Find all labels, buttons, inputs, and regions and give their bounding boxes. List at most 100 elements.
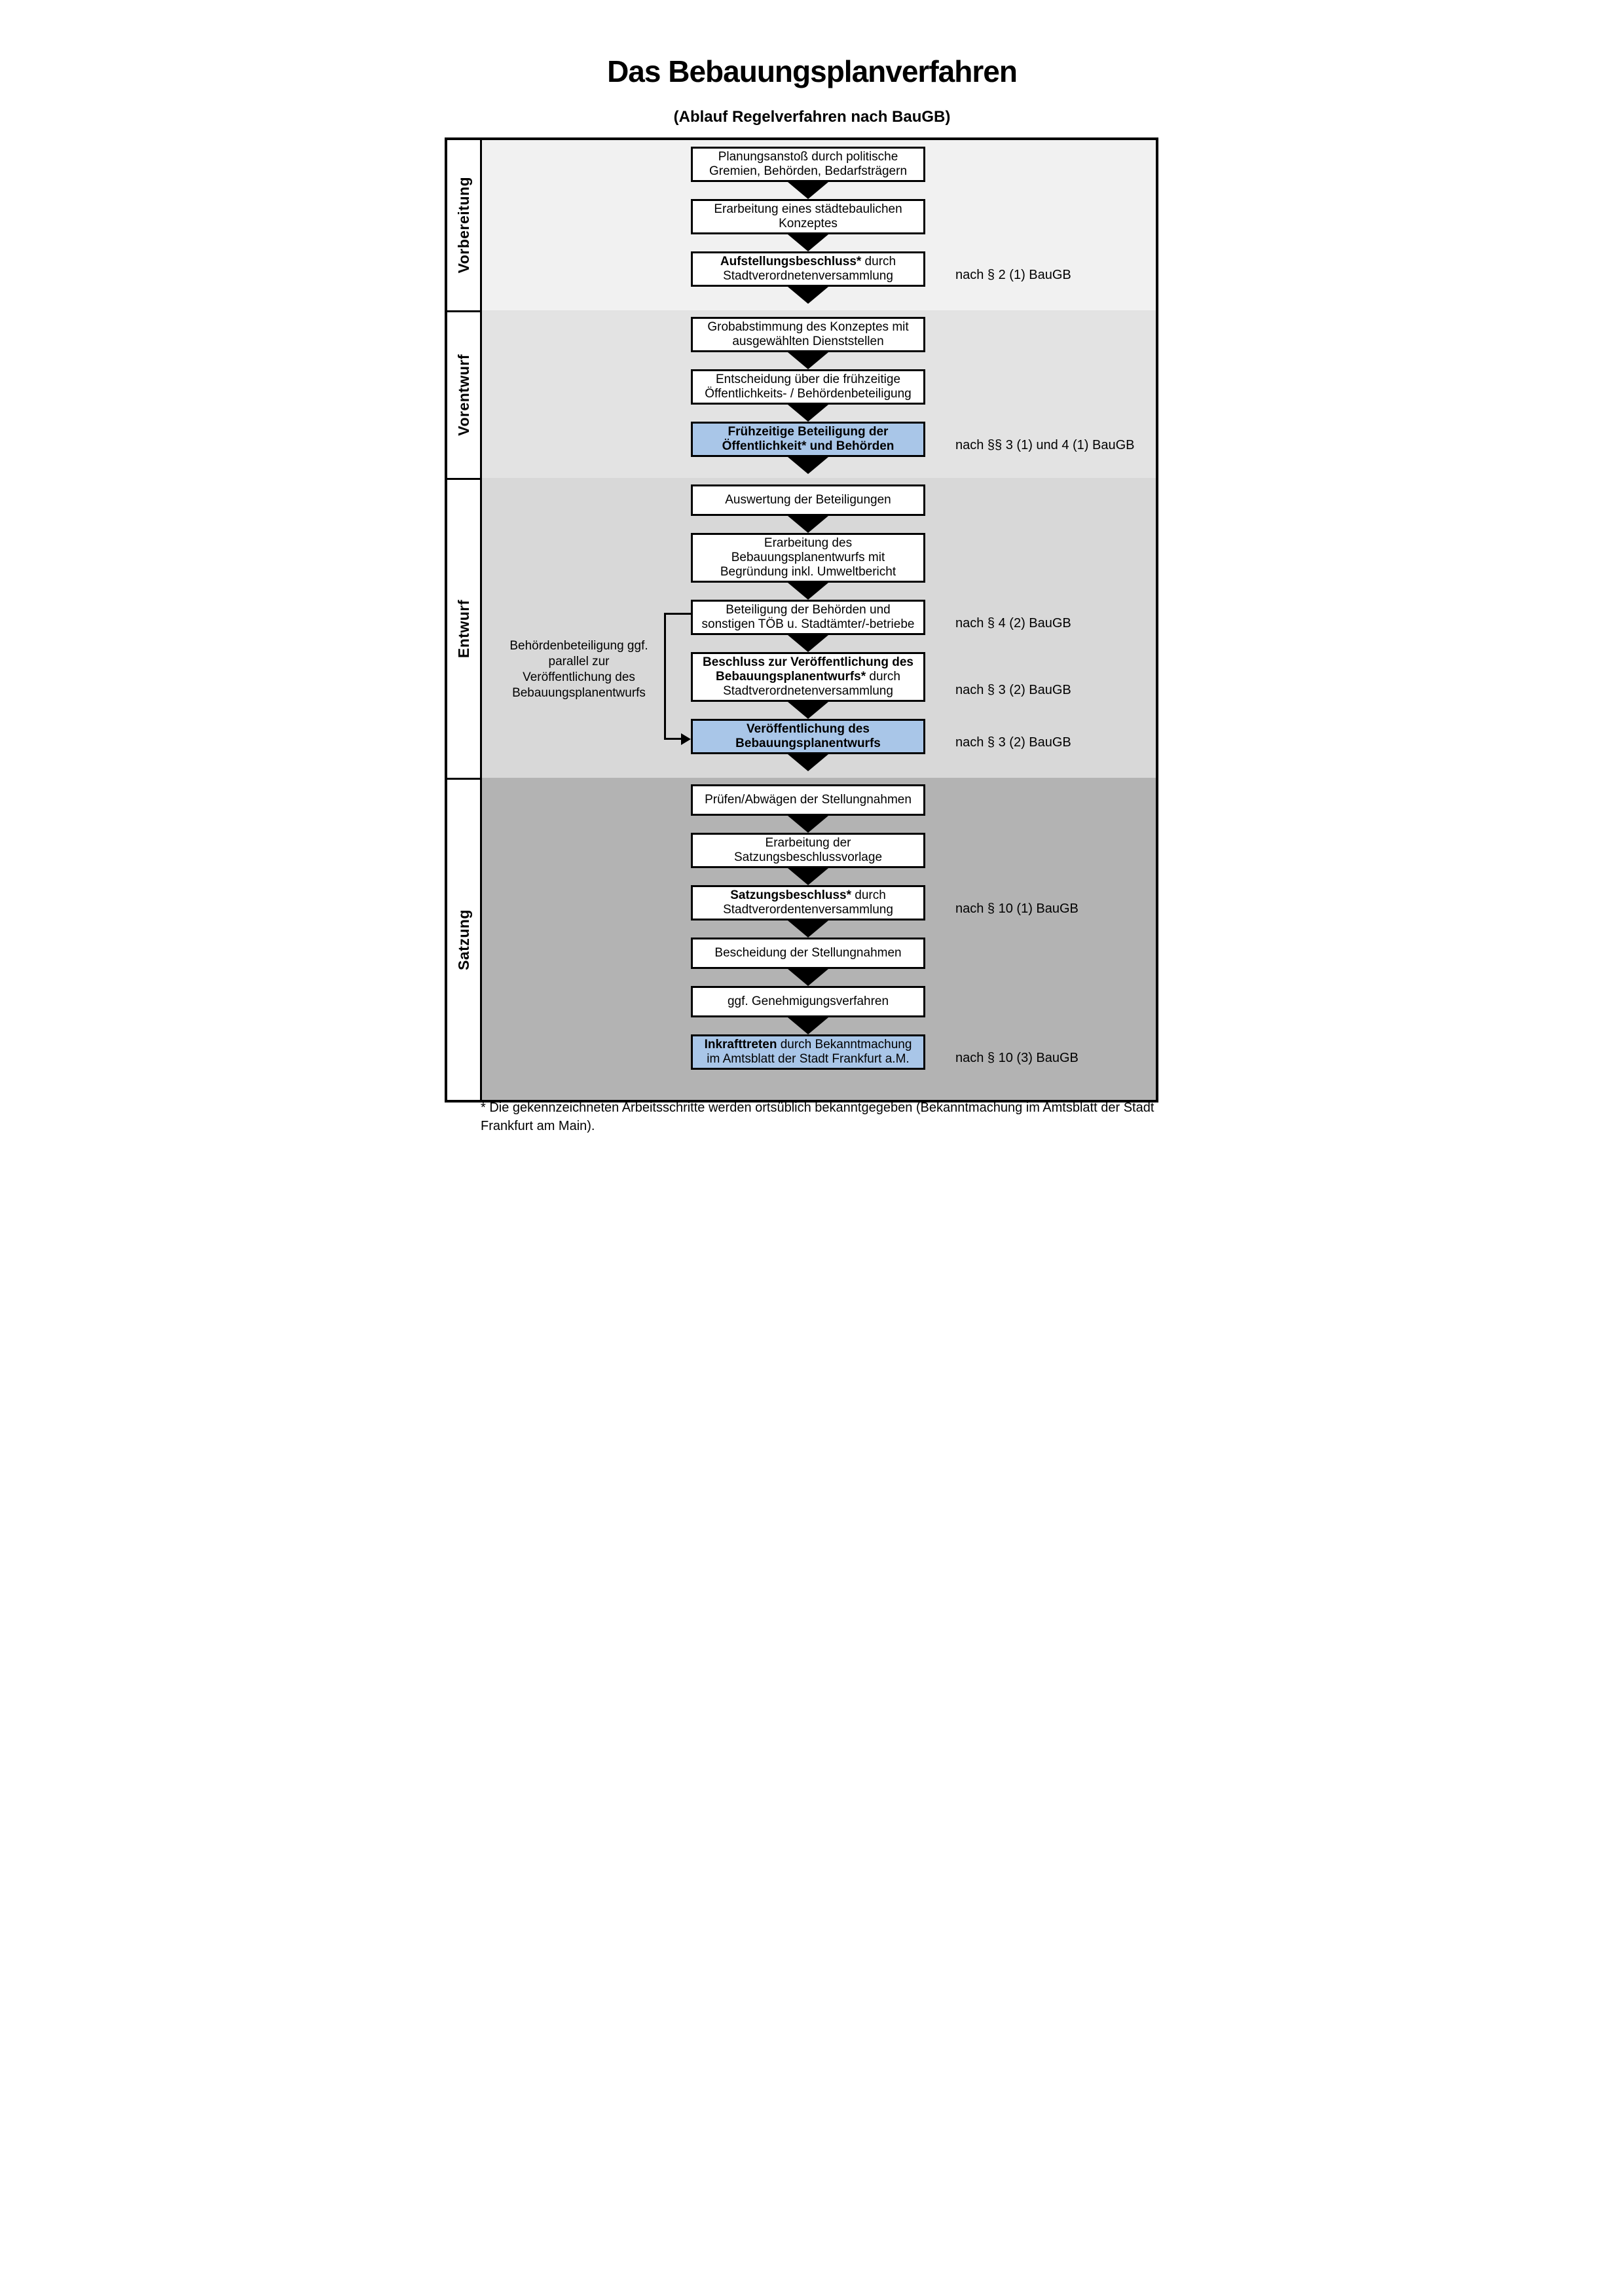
flow-step: Prüfen/Abwägen der Stellungnahmen <box>482 784 1156 816</box>
law-reference: nach §§ 3 (1) und 4 (1) BauGB <box>955 438 1135 452</box>
flow-box-text: Satzungsbeschlussvorlage <box>733 850 883 864</box>
phase-band-entwurf: Entwurf Behördenbeteiligung ggf. paralle… <box>447 478 1156 778</box>
flow-box-text: Aufstellungsbeschluss* <box>720 255 862 268</box>
flow-box-text: Inkrafttreten <box>704 1038 777 1051</box>
flow-box: Auswertung der Beteiligungen <box>691 484 925 516</box>
law-reference: nach § 4 (2) BauGB <box>955 616 1071 630</box>
arrow-down-icon <box>788 182 828 199</box>
flow-box-line: Gremien, Behörden, Bedarfsträgern <box>695 164 921 179</box>
bracket-arrow-right-icon <box>681 733 691 745</box>
phase-label-cell: Satzung <box>447 778 482 1100</box>
law-reference: nach § 3 (2) BauGB <box>955 683 1071 697</box>
parallel-procedure-note: Behördenbeteiligung ggf. parallel zur Ve… <box>509 639 648 700</box>
flow-box-text: Stadtverordnetenversammlung <box>723 269 893 283</box>
phase-label-satzung: Satzung <box>454 909 472 970</box>
phase-band-vorentwurf: Vorentwurf Grobabstimmung des Konzeptes … <box>447 310 1156 478</box>
flow-box-line: Bebauungsplanentwurfs <box>695 737 921 751</box>
bracket-connector-vertical <box>664 613 666 740</box>
flow-box-text: Stadtverordentenversammlung <box>723 903 893 917</box>
flow-box-line: Frühzeitige Beteiligung der <box>695 425 921 439</box>
flow-box-line: Stadtverordentenversammlung <box>695 903 921 917</box>
arrow-down-icon <box>788 920 828 938</box>
arrow-down-icon <box>788 1017 828 1034</box>
phase-band-vorbereitung: Vorbereitung Planungsanstoß durch politi… <box>447 140 1156 310</box>
law-reference: nach § 3 (2) BauGB <box>955 735 1071 750</box>
flow-box-text: im Amtsblatt der Stadt Frankfurt a.M. <box>707 1052 910 1066</box>
flow-box-line: Grobabstimmung des Konzeptes mit <box>695 320 921 335</box>
flow-box: ggf. Genehmigungsverfahren <box>691 986 925 1017</box>
flow-box-line: Bescheidung der Stellungnahmen <box>695 946 921 960</box>
footnote-line-1: * Die gekennzeichneten Arbeitsschritte w… <box>481 1101 1154 1115</box>
flow-box-line: Erarbeitung eines städtebaulichen <box>695 202 921 217</box>
flow-box-text: Erarbeitung der <box>765 836 851 850</box>
flow-box-line: Stadtverordnetenversammlung <box>695 684 921 699</box>
flow-box-text: Gremien, Behörden, Bedarfsträgern <box>709 164 908 178</box>
arrow-down-icon <box>788 583 828 600</box>
flow-box-text: Auswertung der Beteiligungen <box>725 493 891 507</box>
flow-step: Auswertung der Beteiligungen <box>482 484 1156 516</box>
page-title: Das Bebauungsplanverfahren <box>607 54 1018 88</box>
flow-box-line: Erarbeitung der <box>695 836 921 850</box>
flow-box-line: im Amtsblatt der Stadt Frankfurt a.M. <box>695 1052 921 1066</box>
flow-box-text: Grobabstimmung des Konzeptes mit <box>707 320 909 334</box>
phase-label-cell: Vorentwurf <box>447 310 482 478</box>
flow-box-line: Bebauungsplanentwurfs* durch <box>695 670 921 684</box>
flow-box-line: Beschluss zur Veröffentlichung des <box>695 655 921 670</box>
flow-box-line: Konzeptes <box>695 217 921 231</box>
flow-box-text: Konzeptes <box>779 217 838 230</box>
phase-band-satzung: Satzung Prüfen/Abwägen der Stellungnahme… <box>447 778 1156 1100</box>
flow-box-line: ausgewählten Dienststellen <box>695 335 921 349</box>
flow-box-text: Stadtverordnetenversammlung <box>723 684 893 698</box>
flow-box-line: Veröffentlichung des <box>695 722 921 737</box>
flow-box-text: Bescheidung der Stellungnahmen <box>714 946 902 960</box>
flow-box-text: Beschluss zur Veröffentlichung des <box>702 655 914 669</box>
arrow-down-icon <box>788 457 828 474</box>
flow-box-text: durch <box>851 888 886 902</box>
flow-box-line: Erarbeitung des <box>695 536 921 551</box>
arrow-down-icon <box>788 702 828 719</box>
arrow-down-icon <box>788 405 828 422</box>
law-reference: nach § 2 (1) BauGB <box>955 268 1071 282</box>
flow-box-text: durch <box>866 670 900 683</box>
flow-box-line: ggf. Genehmigungsverfahren <box>695 994 921 1009</box>
arrow-down-icon <box>788 635 828 652</box>
footnote: * Die gekennzeichneten Arbeitsschritte w… <box>481 1099 1175 1135</box>
flow-box-text: Frühzeitige Beteiligung der <box>728 425 889 439</box>
flow-box-text: Erarbeitung des <box>764 536 853 550</box>
flow-box-text: Erarbeitung eines städtebaulichen <box>714 202 902 216</box>
flow-box: Bescheidung der Stellungnahmen <box>691 938 925 969</box>
bracket-connector-bottom <box>664 738 682 740</box>
flow-box-line: Planungsanstoß durch politische <box>695 150 921 164</box>
flow-box-text: durch Bekanntmachung <box>777 1038 912 1051</box>
flow-box-text: Bebauungsplanentwurfs <box>735 737 881 750</box>
arrow-down-icon <box>788 516 828 533</box>
arrow-down-icon <box>788 969 828 986</box>
flow-box-line: Satzungsbeschlussvorlage <box>695 850 921 865</box>
flow-box-text: Öffentlichkeits- / Behördenbeteiligung <box>705 387 912 401</box>
phase-label-cell: Entwurf <box>447 478 482 778</box>
flow-box-text: Prüfen/Abwägen der Stellungnahmen <box>705 793 912 807</box>
law-reference: nach § 10 (1) BauGB <box>955 902 1079 916</box>
flow-box-line: Aufstellungsbeschluss* durch <box>695 255 921 269</box>
arrow-down-icon <box>788 754 828 771</box>
arrow-down-icon <box>788 287 828 304</box>
flow-box-text: Begründung inkl. Umweltbericht <box>720 565 896 579</box>
flow-box-line: Prüfen/Abwägen der Stellungnahmen <box>695 793 921 807</box>
flow-box-text: Bebauungsplanentwurfs mit <box>731 551 885 564</box>
